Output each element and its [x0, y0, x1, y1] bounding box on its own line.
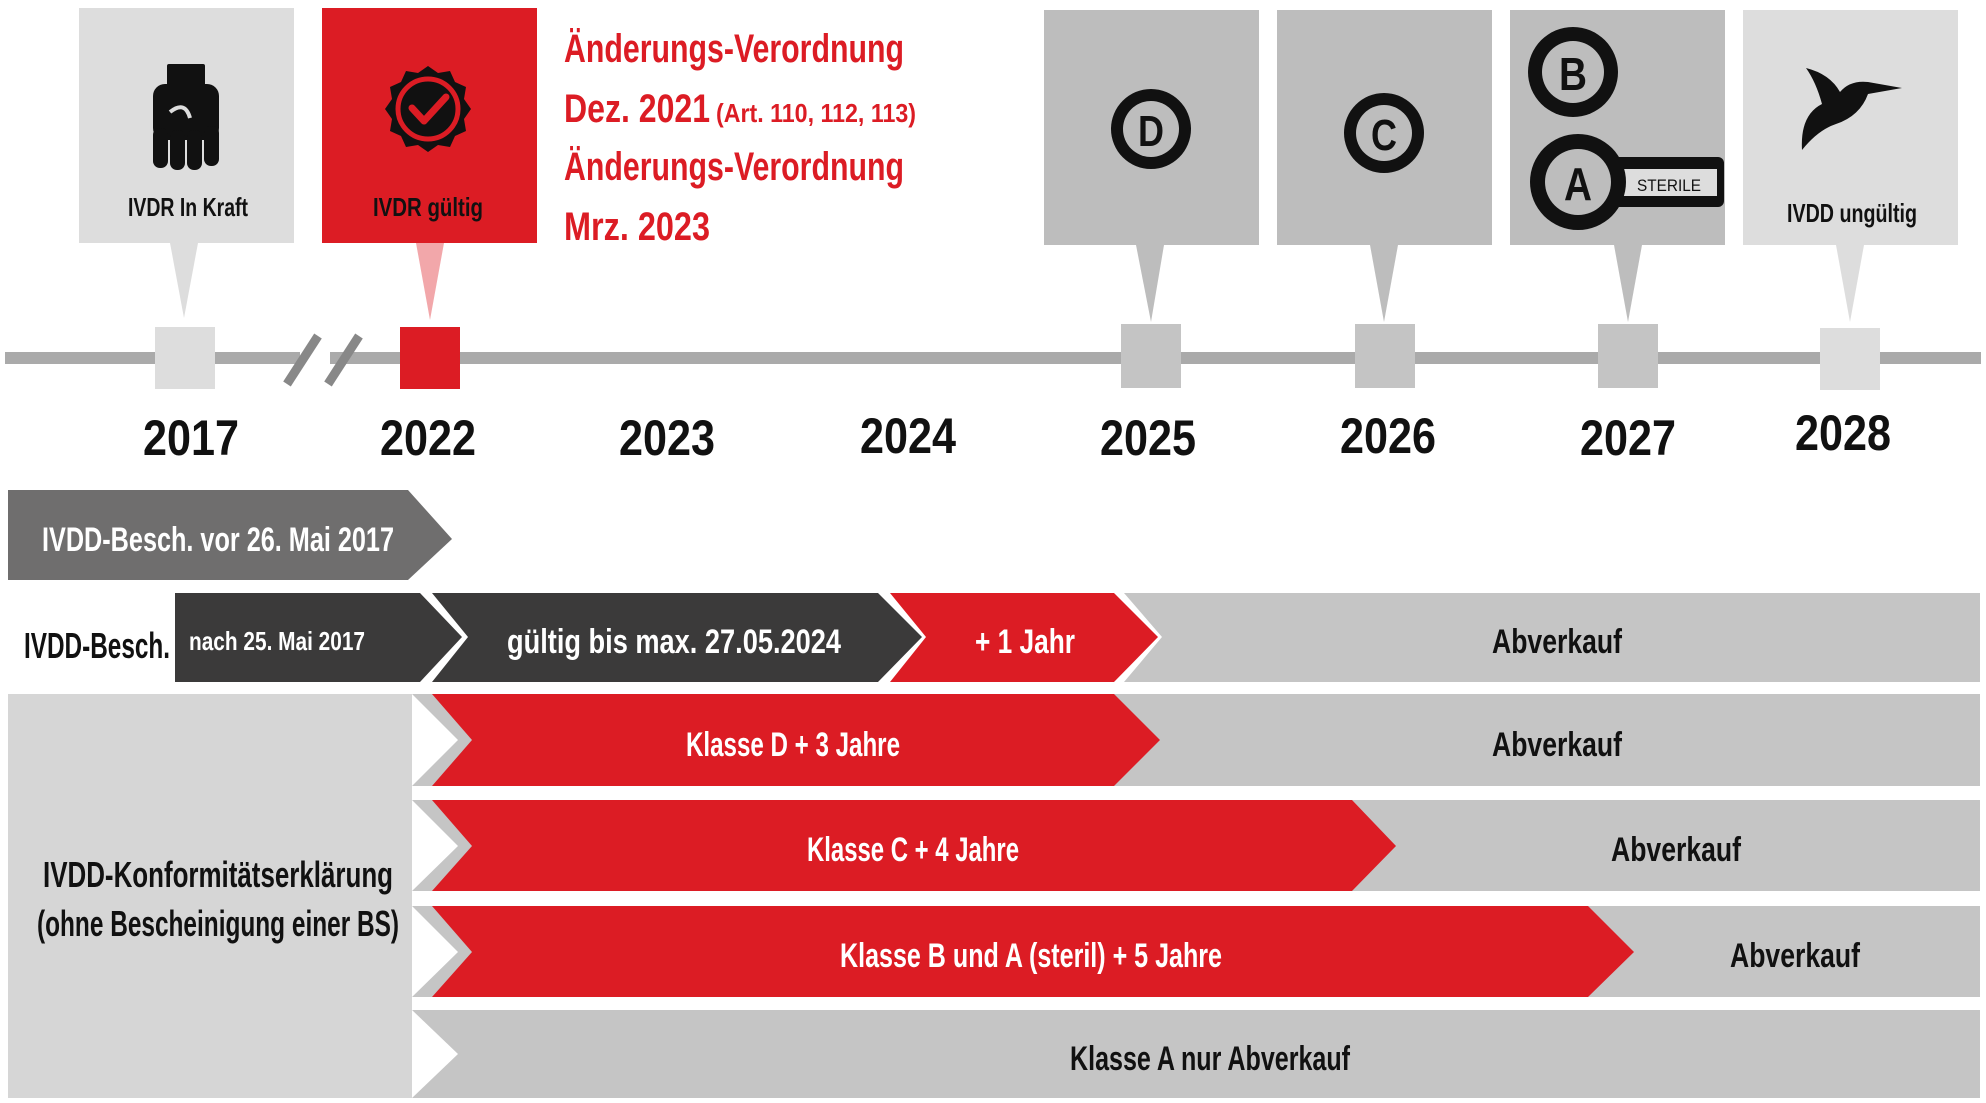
seal-check-icon: [385, 66, 471, 152]
class-c-badge-icon: C: [1344, 93, 1424, 173]
row2-side-label: IVDD-Besch.: [24, 625, 170, 666]
row2-seg-sellout: Abverkauf: [1492, 623, 1623, 661]
row-ivdd-after-2017: IVDD-Besch. nach 25. Mai 2017 gültig bis…: [24, 593, 1980, 682]
amendment-2-title: Änderungs-Verordnung: [564, 145, 904, 189]
row2-seg-after-may: nach 25. Mai 2017: [189, 626, 365, 656]
side-block-line2: (ohne Bescheinigung einer BS): [37, 903, 399, 944]
row2-seg-plus-one-year: + 1 Jahr: [975, 623, 1075, 661]
amendments-block: Änderungs-Verordnung Dez. 2021 (Art. 110…: [564, 27, 916, 249]
badge-a-text: A: [1564, 158, 1592, 210]
marker-2027: [1598, 324, 1658, 388]
callout-2028: IVDD ungültig: [1743, 10, 1958, 322]
class-b-a-sterile-icon: B STERILE A: [1528, 27, 1724, 230]
row-class-b-a: Klasse B und A (steril) + 5 Jahre Abverk…: [412, 906, 1980, 997]
callout-2017: IVDR In Kraft: [79, 8, 294, 318]
row2-seg-valid-until: gültig bis max. 27.05.2024: [507, 623, 841, 661]
callout-label-2017: IVDR In Kraft: [128, 192, 248, 222]
class-d-sellout: Abverkauf: [1492, 726, 1623, 764]
marker-2025: [1121, 324, 1181, 388]
badge-b-text: B: [1559, 48, 1587, 100]
class-b-a-label: Klasse B und A (steril) + 5 Jahre: [840, 937, 1222, 975]
side-block-line1: IVDD-Konformitätserklärung: [43, 854, 393, 895]
amendment-1-articles: (Art. 110, 112, 113): [716, 98, 916, 128]
badge-c-text: C: [1371, 111, 1397, 160]
row1-label: IVDD-Besch. vor 26. Mai 2017: [42, 521, 394, 559]
callout-label-2028: IVDD ungültig: [1787, 198, 1917, 228]
side-block-conformity: IVDD-Konformitätserklärung (ohne Beschei…: [8, 694, 412, 1098]
class-a-label: Klasse A nur Abverkauf: [1070, 1040, 1350, 1078]
class-d-badge-icon: D: [1111, 89, 1191, 169]
class-d-label: Klasse D + 3 Jahre: [686, 726, 900, 764]
callout-2022: IVDR gültig: [322, 8, 537, 320]
marker-2028: [1820, 328, 1880, 390]
marker-2026: [1355, 324, 1415, 388]
fist-icon: [153, 64, 219, 170]
marker-2017: [155, 327, 215, 389]
year-label-2028: 2028: [1795, 405, 1891, 461]
callout-2026: C: [1277, 10, 1492, 322]
year-label-2027: 2027: [1580, 410, 1676, 466]
timeline-axis: [5, 324, 1981, 390]
row-ivdd-before-2017: IVDD-Besch. vor 26. Mai 2017: [8, 490, 452, 580]
class-b-a-sellout: Abverkauf: [1730, 937, 1861, 975]
class-c-sellout: Abverkauf: [1611, 831, 1742, 869]
amendment-1-title: Änderungs-Verordnung: [564, 27, 904, 71]
year-label-2023: 2023: [619, 410, 715, 466]
year-label-2024: 2024: [860, 408, 956, 464]
row-class-c: Klasse C + 4 Jahre Abverkauf: [412, 800, 1980, 891]
year-label-2022: 2022: [380, 410, 476, 466]
callout-2025: D: [1044, 10, 1259, 322]
amendment-1-date: Dez. 2021: [564, 87, 710, 131]
class-c-label: Klasse C + 4 Jahre: [807, 831, 1019, 869]
callout-label-2022: IVDR gültig: [373, 192, 483, 222]
callout-2027: B STERILE A: [1510, 10, 1725, 322]
sterile-text: STERILE: [1637, 176, 1701, 195]
hummingbird-icon: [1801, 68, 1902, 150]
year-label-2025: 2025: [1100, 410, 1196, 466]
row-class-d: Klasse D + 3 Jahre Abverkauf: [412, 694, 1980, 786]
year-labels: 2017 2022 2023 2024 2025 2026 2027 2028: [143, 405, 1891, 466]
badge-d-text: D: [1138, 107, 1164, 156]
amendment-2-date: Mrz. 2023: [564, 205, 710, 249]
marker-2022: [400, 327, 460, 389]
row-class-a: Klasse A nur Abverkauf: [412, 1010, 1980, 1098]
year-label-2026: 2026: [1340, 408, 1436, 464]
year-label-2017: 2017: [143, 410, 239, 466]
